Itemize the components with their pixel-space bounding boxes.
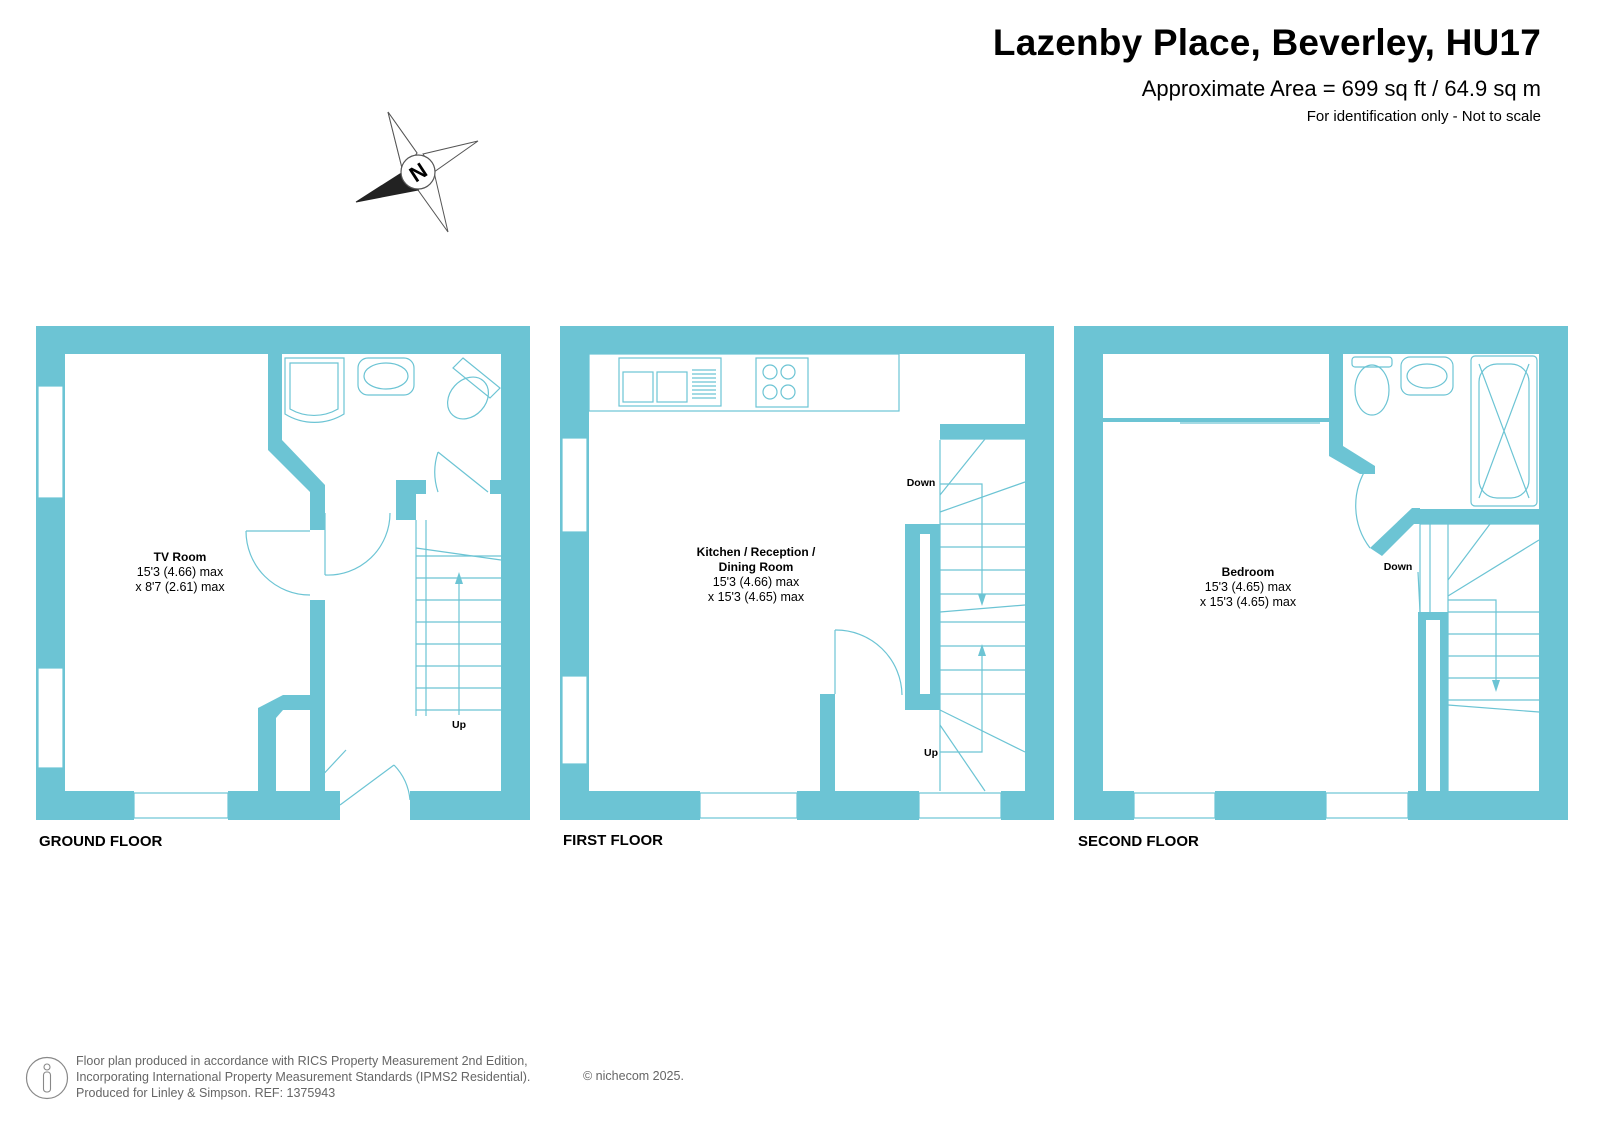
disclaimer-note: For identification only - Not to scale	[1306, 108, 1541, 125]
stair-up-label: Up	[924, 747, 938, 759]
tv-room-dim-2: x 8'7 (2.61) max	[135, 580, 225, 594]
stair-down-label: Down	[907, 477, 936, 489]
page-title: Lazenby Place, Beverley, HU17	[992, 22, 1541, 63]
ground-floor-label: GROUND FLOOR	[39, 833, 162, 850]
bedroom-name: Bedroom	[1222, 565, 1275, 579]
kitchen-name-line-1: Kitchen / Reception /	[697, 545, 816, 559]
first-floor-label: FIRST FLOOR	[563, 832, 663, 849]
compass-icon: N	[355, 111, 479, 233]
footer-line-2: Incorporating International Property Mea…	[76, 1070, 531, 1084]
bedroom-dim-1: 15'3 (4.65) max	[1205, 580, 1292, 594]
ground-floor-plan	[36, 326, 530, 820]
tv-room-dim-1: 15'3 (4.66) max	[137, 565, 224, 579]
kitchen-dim-2: x 15'3 (4.65) max	[708, 590, 805, 604]
footer-line-3: Produced for Linley & Simpson. REF: 1375…	[76, 1086, 336, 1100]
second-floor-plan	[1074, 326, 1568, 820]
bedroom-dim-2: x 15'3 (4.65) max	[1200, 595, 1297, 609]
copyright-notice: © nichecom 2025.	[583, 1069, 684, 1083]
footer-notes: Floor plan produced in accordance with R…	[76, 1053, 530, 1101]
footer-line-1: Floor plan produced in accordance with R…	[76, 1054, 528, 1068]
second-floor-label: SECOND FLOOR	[1078, 833, 1199, 850]
kitchen-name-line-2: Dining Room	[719, 560, 794, 574]
stair-up-label: Up	[452, 719, 466, 731]
area-summary: Approximate Area = 699 sq ft / 64.9 sq m	[1141, 76, 1541, 101]
tv-room-name: TV Room	[154, 550, 207, 564]
stair-down-label: Down	[1384, 561, 1413, 573]
person-scale-icon	[25, 1056, 69, 1100]
kitchen-dim-1: 15'3 (4.66) max	[713, 575, 800, 589]
first-floor-plan	[560, 326, 1054, 820]
